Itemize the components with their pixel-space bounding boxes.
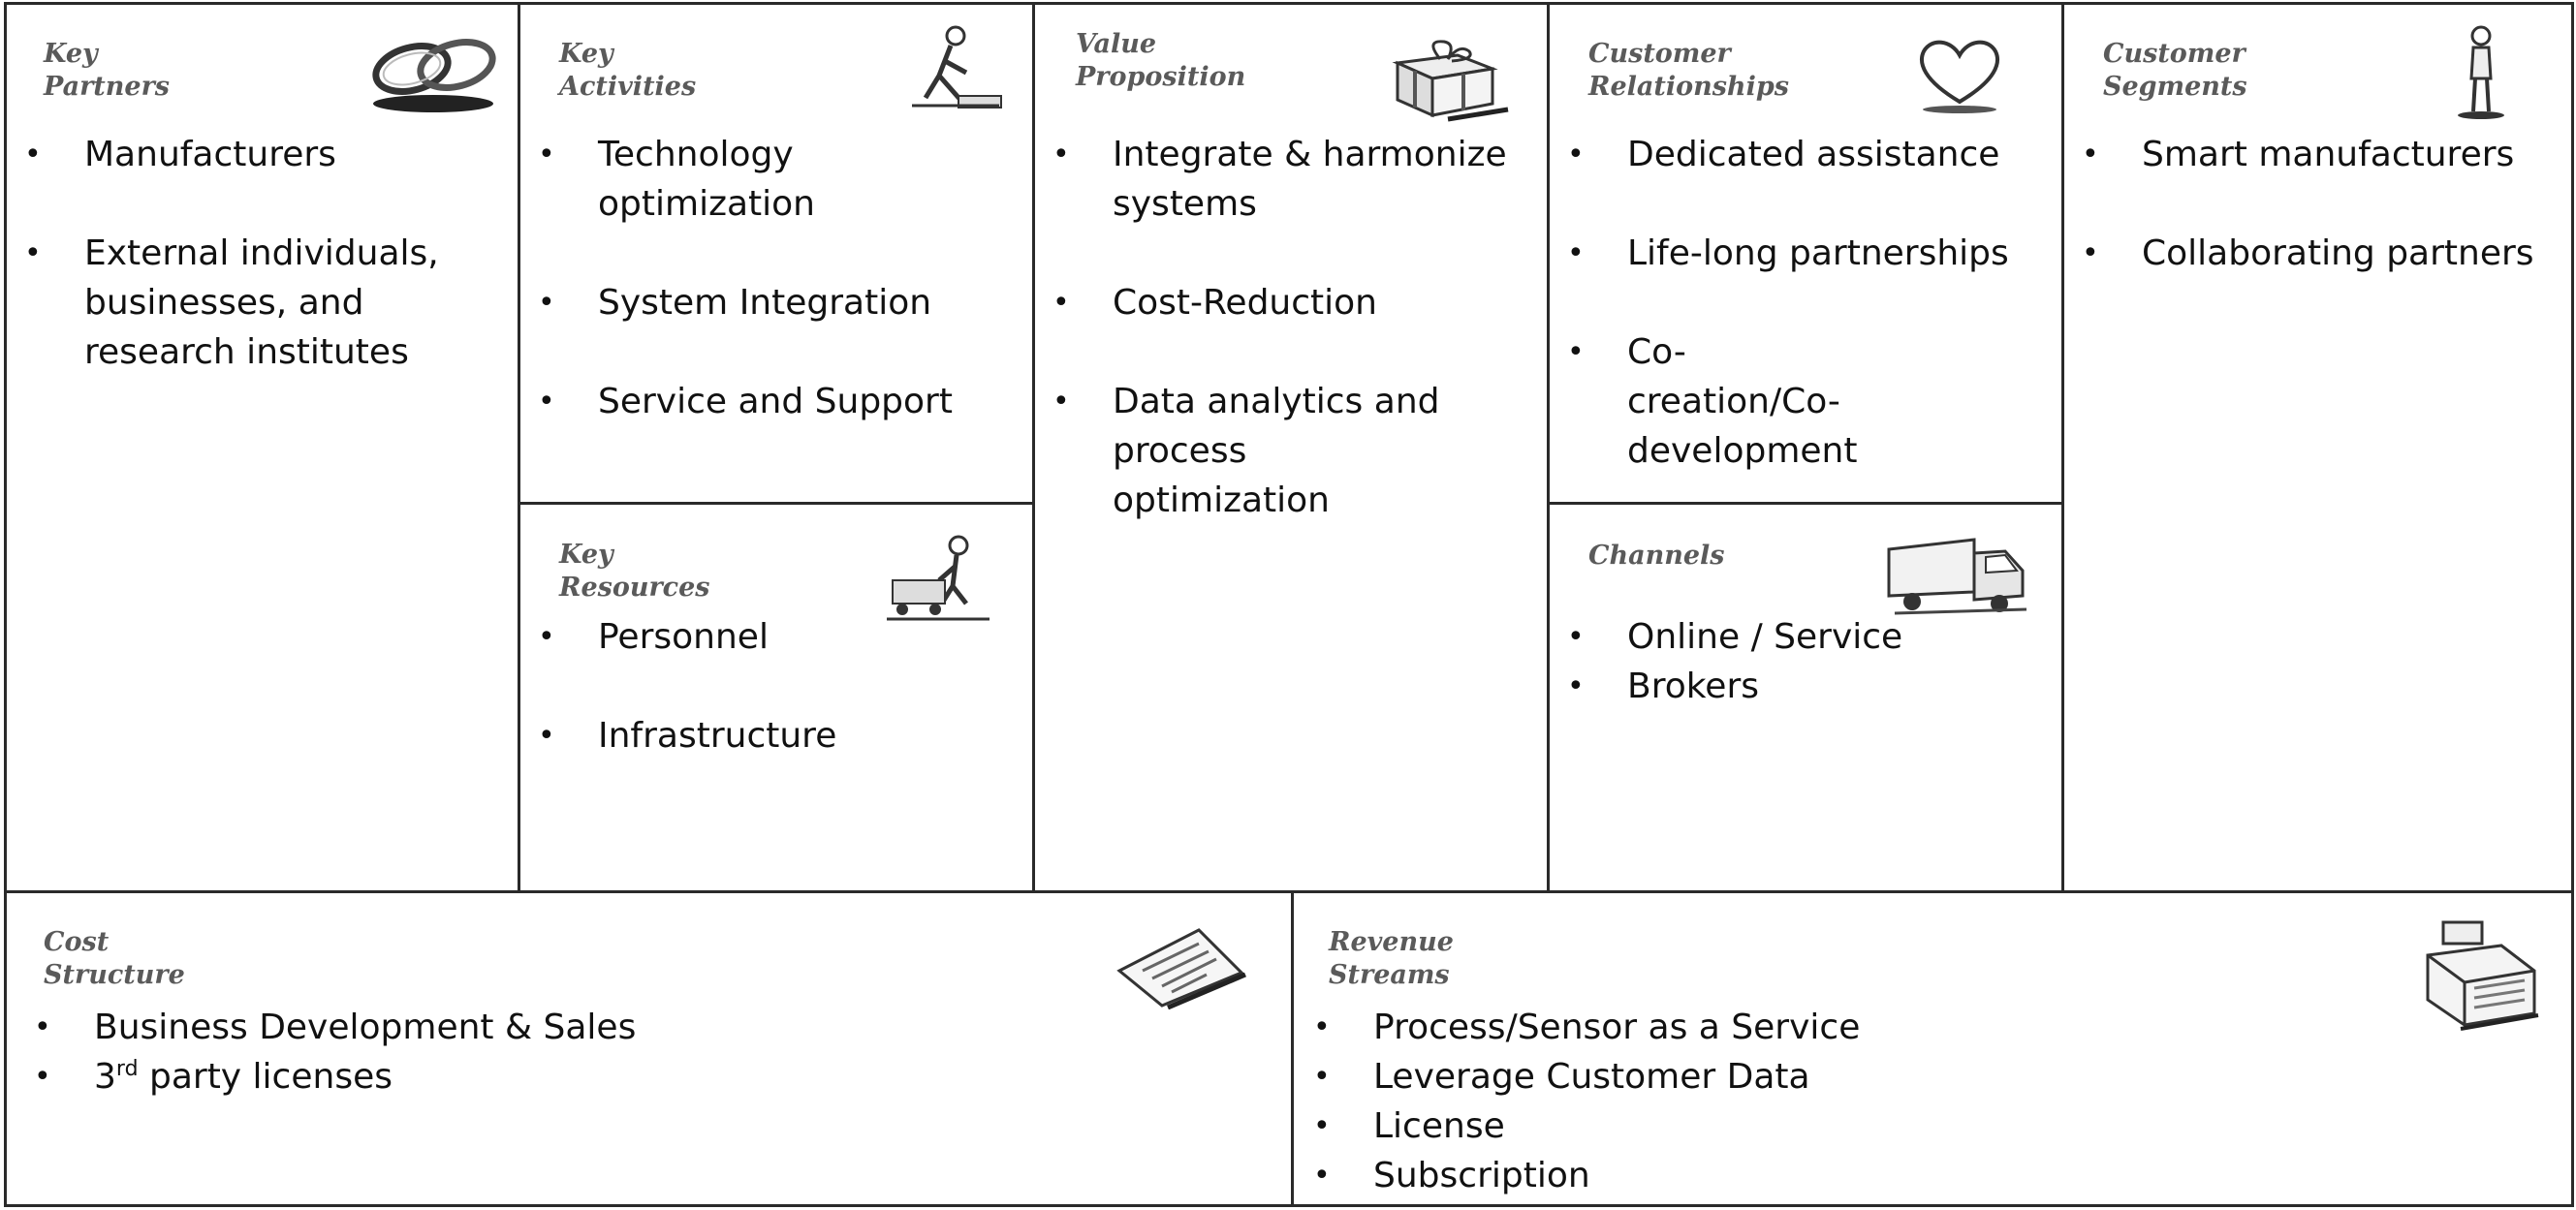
list-item: System Integration bbox=[538, 278, 1003, 327]
customer-segments-list: Smart manufacturers Collaborating partne… bbox=[2082, 130, 2557, 278]
list-item: Subscription bbox=[1313, 1151, 2476, 1200]
list-item: Cost-Reduction bbox=[1052, 278, 1527, 327]
cost-structure-block: Cost Structure Business Development & Sa… bbox=[4, 890, 1294, 1207]
heart-icon bbox=[1914, 36, 2005, 115]
key-partners-title: Key Partners bbox=[44, 39, 171, 102]
list-item: Life-long partnerships bbox=[1567, 229, 2032, 278]
customer-relationships-title: Customer Relationships bbox=[1588, 39, 1789, 102]
list-item: Data analytics and process optimization bbox=[1052, 377, 1527, 525]
list-item: External individuals, businesses, and re… bbox=[24, 229, 489, 377]
revenue-streams-block: Revenue Streams Process/Sensor as a Serv… bbox=[1291, 890, 2574, 1207]
chain-link-icon bbox=[367, 30, 499, 115]
list-item: Dedicated assistance bbox=[1567, 130, 2032, 179]
channels-title: Channels bbox=[1588, 541, 1725, 571]
list-item: Manufacturers bbox=[24, 130, 489, 179]
key-partners-block: Key Partners Manufacturers External indi… bbox=[4, 2, 520, 893]
channels-list: Online / Service Brokers bbox=[1567, 612, 2032, 711]
list-item: Process/Sensor as a Service bbox=[1313, 1003, 2476, 1052]
worker-icon bbox=[902, 22, 1009, 114]
list-item: Leverage Customer Data bbox=[1313, 1052, 2476, 1101]
list-item: Collaborating partners bbox=[2082, 229, 2557, 278]
cost-structure-title: Cost Structure bbox=[44, 927, 185, 990]
key-partners-list: Manufacturers External individuals, busi… bbox=[24, 130, 489, 377]
customer-segments-title: Customer Segments bbox=[2103, 39, 2247, 102]
customer-relationships-list: Dedicated assistance Life-long partnersh… bbox=[1567, 130, 2032, 476]
revenue-streams-title: Revenue Streams bbox=[1329, 927, 1454, 990]
list-item: Online / Service bbox=[1567, 612, 2032, 662]
list-item: Brokers bbox=[1567, 662, 2032, 711]
key-resources-list: Personnel Infrastructure bbox=[538, 612, 1003, 760]
truck-icon bbox=[1885, 536, 2030, 625]
list-item: 3rd party licenses bbox=[34, 1052, 1197, 1101]
value-proposition-title: Value Proposition bbox=[1076, 29, 1246, 92]
worker-with-cart-icon bbox=[883, 532, 999, 629]
revenue-streams-list: Process/Sensor as a Service Leverage Cus… bbox=[1313, 1003, 2476, 1200]
list-item: License bbox=[1313, 1101, 2476, 1151]
list-item: Infrastructure bbox=[538, 711, 1003, 760]
gift-icon bbox=[1390, 36, 1512, 123]
key-activities-title: Key Activities bbox=[559, 39, 697, 102]
person-icon bbox=[2452, 24, 2510, 121]
list-item: Technology optimization bbox=[538, 130, 1003, 229]
cost-structure-list: Business Development & Sales 3rd party l… bbox=[34, 1003, 1197, 1101]
channels-block: Channels Online / Service Brokers bbox=[1547, 502, 2064, 893]
customer-segments-block: Customer Segments Smart manufacturers Co… bbox=[2061, 2, 2574, 893]
key-activities-list: Technology optimization System Integrati… bbox=[538, 130, 1003, 426]
key-resources-block: Key Resources Personnel Infrastructure bbox=[518, 502, 1035, 893]
list-item: Smart manufacturers bbox=[2082, 130, 2557, 179]
key-resources-title: Key Resources bbox=[559, 540, 710, 603]
list-item: Co-creation/Co-development bbox=[1567, 327, 2032, 476]
list-item: Integrate & harmonize systems bbox=[1052, 130, 1527, 229]
list-item: Business Development & Sales bbox=[34, 1003, 1197, 1052]
value-proposition-block: Value Proposition Integrate & harmonize … bbox=[1032, 2, 1550, 893]
list-item: Personnel bbox=[538, 612, 1003, 662]
list-item: Service and Support bbox=[538, 377, 1003, 426]
key-activities-block: Key Activities Technology optimization S… bbox=[518, 2, 1035, 505]
customer-relationships-block: Customer Relationships Dedicated assista… bbox=[1547, 2, 2064, 505]
value-proposition-list: Integrate & harmonize systems Cost-Reduc… bbox=[1052, 130, 1527, 525]
document-icon bbox=[1110, 920, 1251, 1009]
